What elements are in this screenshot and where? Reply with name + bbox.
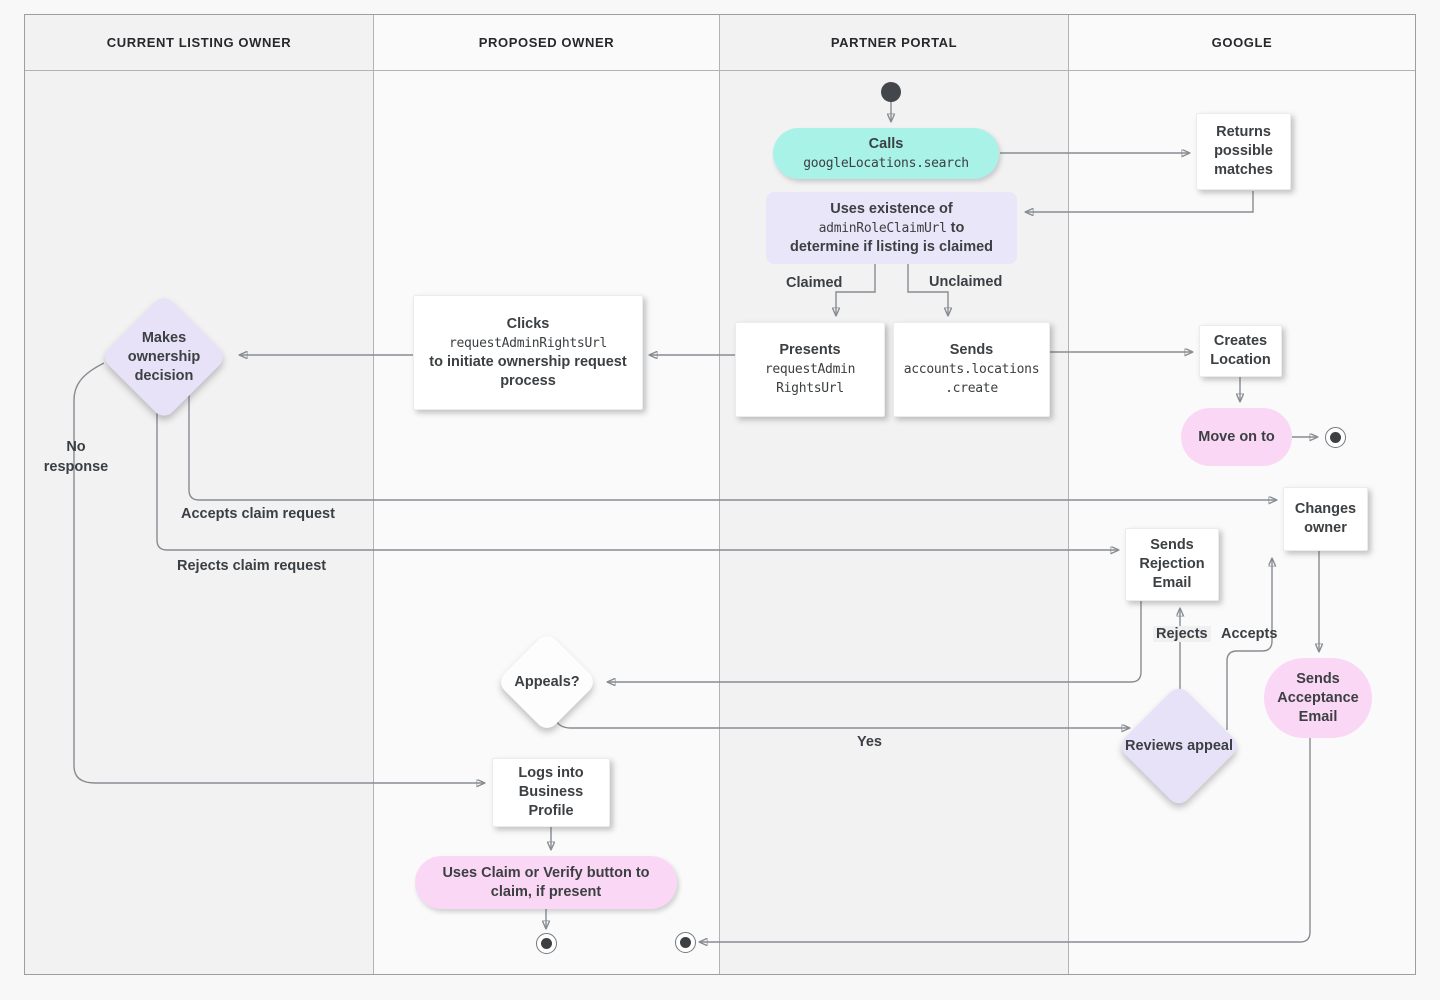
node-line1: Uses existence of (830, 200, 953, 217)
node-uses-claim-or-verify-button: Uses Claim or Verify button to claim, if… (415, 856, 677, 909)
node-presents-requestadminrightsurl: Presents requestAdmin RightsUrl (735, 322, 885, 417)
node-move-on-to: Move on to (1181, 408, 1292, 466)
node-calls-googlelocations-search: Calls googleLocations.search (773, 128, 999, 179)
node-sends-accounts-locations-create: Sends accounts.locations .create (893, 322, 1050, 417)
edge-label-accepts: Accepts (1221, 626, 1278, 642)
edge-no-response-to-logs-in (73, 362, 484, 783)
node-code: requestAdminRightsUrl (448, 335, 608, 351)
end-node-dot (1330, 432, 1341, 443)
end-node-move-on (1325, 427, 1346, 448)
edge-label-unclaimed: Unclaimed (929, 274, 1003, 290)
node-label: Makes ownership decision (127, 329, 201, 384)
end-node-dot (541, 938, 552, 949)
end-node-dot (680, 937, 691, 948)
lane-title: PROPOSED OWNER (478, 35, 615, 50)
edge-returns-to-uses (1026, 191, 1254, 212)
node-line3: determine if listing is claimed (789, 238, 994, 255)
edge-label-rejects-claim-request: Rejects claim request (177, 558, 327, 574)
node-line2-suffix: to (950, 219, 965, 236)
node-code-line2: .create (945, 381, 998, 396)
node-label: Reviews appeal (1125, 737, 1233, 754)
node-code-line1: requestAdmin (764, 362, 856, 377)
end-node-acceptance (675, 932, 696, 953)
node-makes-ownership-decision: Makes ownership decision (100, 293, 228, 421)
node-title: Presents (779, 342, 841, 358)
edge-claimed-to-presents (836, 264, 876, 315)
node-code-line2: RightsUrl (776, 381, 844, 396)
node-label: Logs into Business Profile (518, 765, 584, 819)
node-code-line1: accounts.locations (903, 362, 1040, 377)
edge-reviews-accepts-to-changes-owner (1226, 559, 1272, 730)
start-node (881, 82, 901, 102)
lane-header: PARTNER PORTAL (720, 15, 1068, 71)
edge-label-rejects: Rejects (1153, 626, 1211, 642)
node-sends-rejection-email: Sends Rejection Email (1125, 528, 1219, 601)
node-reviews-appeal: Reviews appeal (1116, 683, 1242, 809)
edge-unclaimed-to-sends (907, 264, 948, 315)
lane-header: CURRENT LISTING OWNER (25, 15, 373, 71)
node-line2: adminRoleClaimUrl to (819, 219, 965, 238)
lane-title: GOOGLE (1211, 35, 1273, 50)
node-uses-existence-adminroleclaimurl: Uses existence of adminRoleClaimUrl to d… (766, 192, 1017, 264)
node-sends-acceptance-email: Sends Acceptance Email (1264, 658, 1372, 738)
node-label: Sends Rejection Email (1139, 537, 1205, 591)
node-desc: to initiate ownership request process (429, 353, 627, 389)
node-logs-into-business-profile: Logs into Business Profile (492, 758, 610, 827)
edge-label-yes: Yes (857, 734, 882, 750)
edge-acceptance-email-to-end (700, 738, 1311, 942)
node-label: Returns possible matches (1214, 124, 1273, 178)
node-label: Appeals? (514, 673, 580, 690)
edge-accepts-claim-to-changes-owner (188, 394, 1276, 500)
end-node-claim (536, 933, 557, 954)
node-label: Move on to (1198, 428, 1275, 445)
edge-label-accepts-claim-request: Accepts claim request (181, 506, 335, 522)
lane-current-listing-owner: CURRENT LISTING OWNER (25, 15, 374, 974)
node-code: googleLocations.search (803, 155, 969, 171)
lane-header: GOOGLE (1069, 15, 1415, 71)
node-label: Creates Location (1210, 333, 1271, 368)
node-appeals: Appeals? (496, 631, 598, 733)
node-returns-possible-matches: Returns possible matches (1196, 113, 1291, 190)
lane-title: CURRENT LISTING OWNER (106, 35, 292, 50)
node-label: Sends Acceptance Email (1277, 670, 1359, 725)
node-changes-owner: Changes owner (1283, 487, 1368, 551)
node-clicks-requestadminrightsurl: Clicks requestAdminRightsUrl to initiate… (413, 295, 643, 410)
node-code: adminRoleClaimUrl (818, 220, 947, 236)
node-label: Changes owner (1294, 501, 1357, 536)
lane-title: PARTNER PORTAL (830, 35, 958, 50)
node-title: Calls (868, 135, 904, 152)
edge-label-no-response: No response (43, 439, 109, 475)
edge-rejects-claim-to-rejection-email (156, 412, 1118, 550)
node-label: Uses Claim or Verify button to claim, if… (442, 864, 650, 900)
edge-label-claimed: Claimed (786, 275, 843, 291)
node-title: Clicks (506, 315, 550, 332)
lane-header: PROPOSED OWNER (374, 15, 719, 71)
node-creates-location: Creates Location (1199, 325, 1282, 377)
edge-appeals-yes-to-reviews (556, 721, 1129, 728)
node-title: Sends (949, 342, 994, 358)
edge-rejection-email-to-appeals (608, 601, 1142, 682)
